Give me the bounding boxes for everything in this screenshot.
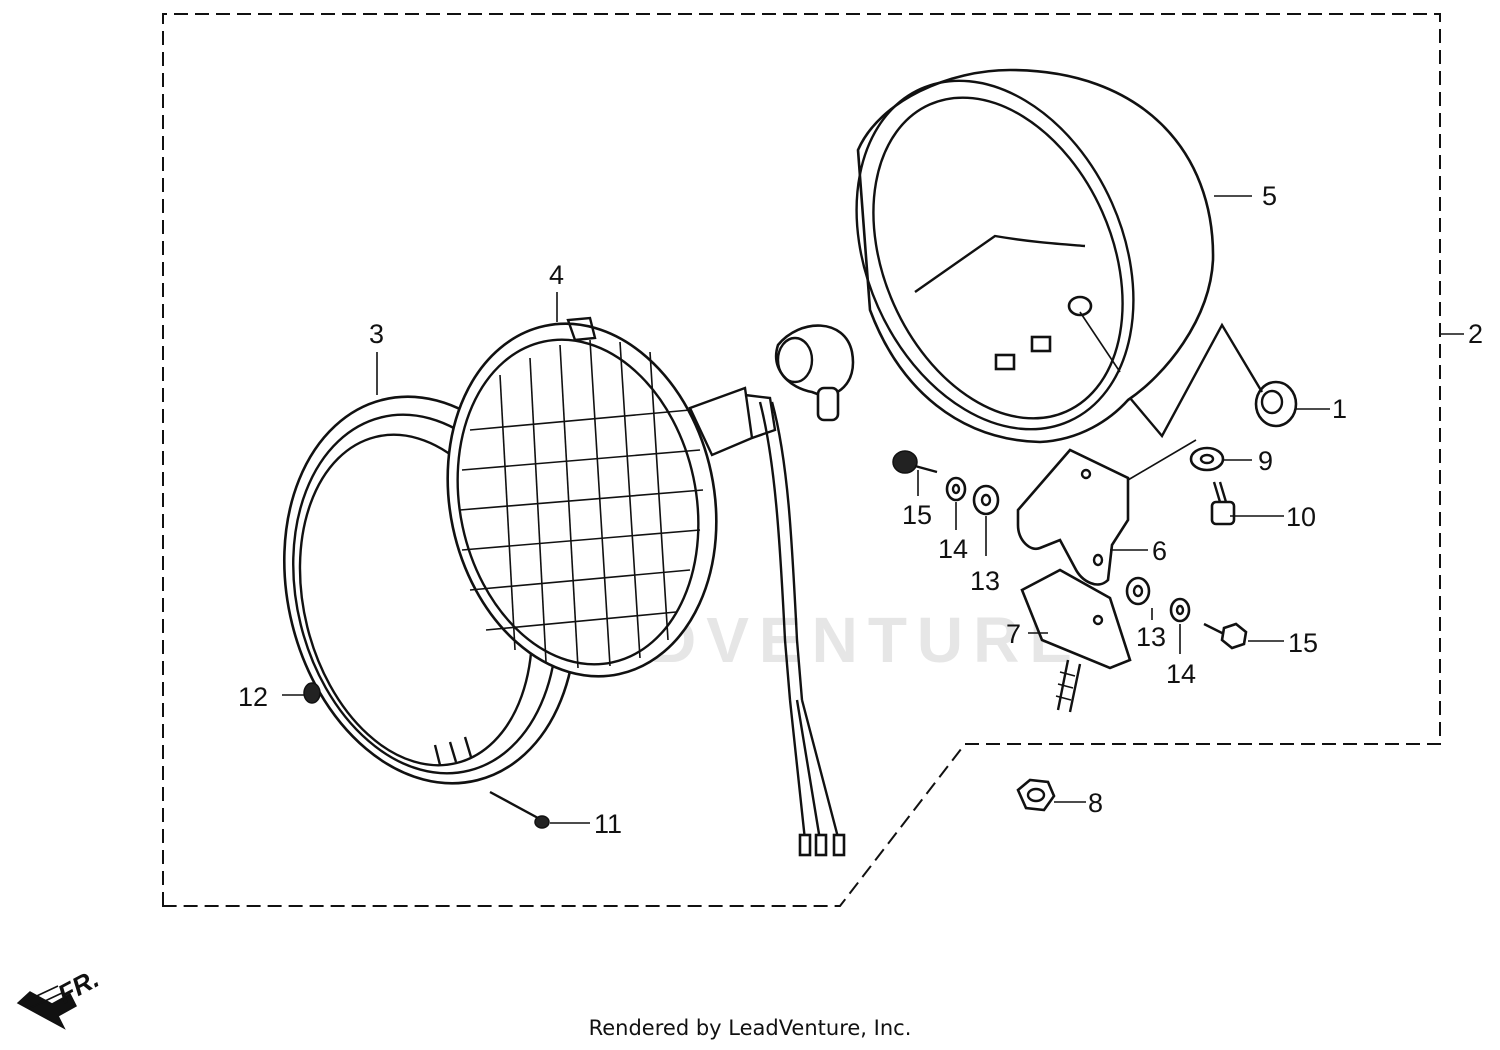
nut-12 — [303, 682, 321, 704]
screw-11 — [489, 790, 550, 829]
front-direction-arrow — [16, 985, 77, 1030]
callout-13-right: 13 — [1136, 622, 1166, 652]
part-9-leader — [1127, 439, 1197, 481]
callout-3: 3 — [369, 319, 384, 349]
nut-8 — [1016, 778, 1056, 812]
bulb-socket — [775, 324, 855, 422]
callout-14-right: 14 — [1166, 659, 1196, 689]
lower-bracket — [1020, 568, 1132, 713]
washer-14-right — [1169, 597, 1191, 623]
leader-lines — [282, 195, 1464, 824]
callout-11: 11 — [594, 809, 622, 839]
washer-13-right — [1125, 576, 1151, 606]
assembly-boundary — [162, 13, 1441, 907]
grommet — [1254, 380, 1298, 428]
mounting-bracket — [1016, 448, 1130, 586]
callout-1: 1 — [1332, 394, 1347, 424]
callout-15-left: 15 — [902, 500, 932, 530]
callout-9: 9 — [1258, 446, 1273, 476]
washer-9 — [1189, 446, 1225, 472]
callout-13-left: 13 — [970, 566, 1000, 596]
callout-15-right: 15 — [1288, 628, 1318, 658]
callout-6: 6 — [1152, 536, 1167, 566]
callout-14-left: 14 — [938, 534, 968, 564]
washer-13-left — [972, 484, 1000, 516]
callout-12: 12 — [238, 682, 268, 712]
callout-2: 2 — [1468, 319, 1483, 349]
washer-14-left — [945, 476, 967, 502]
callout-8: 8 — [1088, 788, 1103, 818]
callout-4: 4 — [549, 260, 564, 290]
callout-10: 10 — [1286, 502, 1316, 532]
headlight-case — [855, 68, 1215, 444]
bolt-15-right — [1203, 622, 1248, 650]
bolt-15-left — [892, 450, 938, 474]
sealed-beam-unit — [446, 316, 846, 857]
callout-5: 5 — [1262, 181, 1277, 211]
footer-credit: Rendered by LeadVenture, Inc. — [588, 1016, 912, 1040]
part-2-bracket-line — [1129, 322, 1264, 439]
callout-7: 7 — [1006, 619, 1021, 649]
bolt-10 — [1210, 481, 1236, 526]
